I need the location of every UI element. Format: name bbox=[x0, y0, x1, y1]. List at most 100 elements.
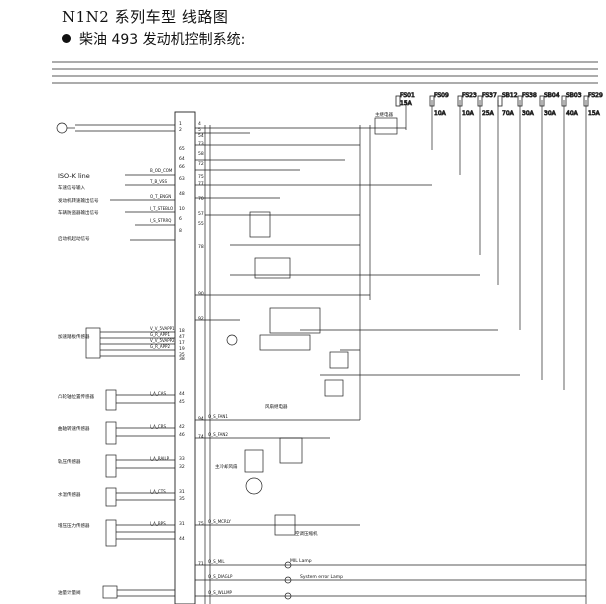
ecu-pin-label: 33 bbox=[179, 456, 185, 462]
component-label: 风扇继电器 bbox=[265, 403, 288, 410]
component-label: 主冷却风扇 bbox=[215, 463, 238, 470]
ecu-pin-label: 45 bbox=[179, 399, 185, 405]
signal-label: I_T_STEBLO bbox=[150, 206, 173, 211]
signal-label: O_S_MCRLY bbox=[208, 519, 231, 524]
fuse-rating: 40A bbox=[566, 110, 579, 117]
right-bus-lines bbox=[195, 125, 586, 604]
signal-label: B_OD_COM bbox=[150, 168, 173, 173]
ecu-pin-label: 5 bbox=[198, 127, 201, 133]
ecu-pin-label: 4 bbox=[198, 121, 201, 127]
left-label: 车速信号输入 bbox=[58, 184, 85, 191]
ecu-pin-label: 77 bbox=[198, 181, 204, 187]
ecu-pin-label: 18 bbox=[179, 328, 185, 334]
left-label: 轨压传感器 bbox=[58, 458, 81, 465]
fuse-rating: 10A bbox=[434, 110, 447, 117]
ecu-pin-label: 71 bbox=[198, 561, 204, 567]
fuse-rating: 10A bbox=[462, 110, 475, 117]
ecu-pin-label: 44 bbox=[179, 536, 185, 542]
fuse-id: FS37 bbox=[482, 92, 497, 99]
fuse-id: SB04 bbox=[544, 92, 560, 99]
signal-label: I_A_CRS bbox=[150, 424, 166, 429]
left-label: 凸轮轴位置传感器 bbox=[58, 393, 94, 400]
ecu-pin-label: 35 bbox=[179, 352, 185, 358]
ecu-pin-label: 78 bbox=[198, 244, 204, 250]
top-bus-lines bbox=[52, 61, 598, 84]
ecu-pin-label: 58 bbox=[198, 151, 204, 157]
ecu-pin-label: 47 bbox=[179, 334, 185, 340]
ecu-pin-label: 17 bbox=[179, 340, 185, 346]
signal-label: O_S_FAN1 bbox=[208, 414, 228, 419]
ecu-pin-label: 63 bbox=[179, 176, 185, 182]
ecu-pin-label: 35 bbox=[179, 496, 185, 502]
ecu-pin-label: 90 bbox=[198, 291, 204, 297]
ecu-pin-label: 92 bbox=[198, 316, 204, 322]
left-label: ISO-K line bbox=[58, 172, 90, 180]
fuse-box-group: FS0115AFS0910AFS2310AFS3725ASB1270AFS383… bbox=[395, 92, 603, 117]
fuse-id: FS01 bbox=[400, 92, 415, 99]
signal-label: O_S_FAN2 bbox=[208, 432, 228, 437]
fuse-rating: 15A bbox=[588, 110, 601, 117]
ecu-pin-label: 46 bbox=[179, 432, 185, 438]
signal-label: G_R_APP1 bbox=[150, 332, 170, 337]
signal-label: I_A_CAS bbox=[150, 391, 166, 396]
ecu-pin-label: 75 bbox=[198, 521, 204, 527]
fuse-rating: 30A bbox=[522, 110, 535, 117]
signal-label: O_S_MIL bbox=[208, 559, 225, 564]
ecu-pin-label: 54 bbox=[198, 133, 204, 139]
signal-label: V_V_5VAPP2 bbox=[150, 338, 175, 343]
signal-label: I_S_STRRQ bbox=[150, 218, 171, 223]
ecu-pin-label: 48 bbox=[179, 191, 185, 197]
ecu-pin-label: 8 bbox=[179, 228, 182, 234]
ecu-pin-label: 32 bbox=[179, 464, 185, 470]
ecu-pin-label: 10 bbox=[179, 206, 185, 212]
fuse-rating: 30A bbox=[544, 110, 557, 117]
ecu-pin-label: 72 bbox=[198, 161, 204, 167]
ecu-pin-label: 2 bbox=[179, 127, 182, 133]
ecu-pin-label: 31 bbox=[179, 489, 185, 495]
bullet-icon bbox=[62, 34, 71, 43]
ecu-pin-label: 42 bbox=[179, 424, 185, 430]
component-label: System error Lamp bbox=[300, 574, 343, 580]
ecu-pin-label: 31 bbox=[179, 521, 185, 527]
ecu-pin-label: 1 bbox=[179, 121, 182, 127]
left-label: 发动机转速输出信号 bbox=[58, 197, 99, 204]
ecu-pin-label: 57 bbox=[198, 211, 204, 217]
ecu-pin-label: 75 bbox=[198, 174, 204, 180]
signal-label: V_V_5VAPP1 bbox=[150, 326, 175, 331]
ecu-pin-label: 65 bbox=[179, 146, 185, 152]
component-label: 主继电器 bbox=[375, 111, 393, 118]
left-wiring bbox=[56, 122, 175, 599]
ecu-pin-label: 6 bbox=[179, 216, 182, 222]
signal-label: O_T_ENGN bbox=[150, 194, 171, 199]
ecu-pin-label: 74 bbox=[198, 434, 204, 440]
left-label: 增压压力传感器 bbox=[58, 522, 90, 529]
page-title: N1N2 系列车型 线路图 bbox=[62, 8, 229, 26]
left-label: 加速踏板传感器 bbox=[58, 333, 90, 340]
section-subtitle: 柴油 493 发动机控制系统: bbox=[62, 29, 245, 49]
fuse-vertical-lines bbox=[359, 100, 587, 604]
fuse-id: FS23 bbox=[462, 92, 477, 99]
left-label: 启动机起动信号 bbox=[58, 235, 90, 242]
labels-group: ISO-K line 车速信号输入发动机转速输出信号车辆防盗器输出信号启动机起动信… bbox=[58, 111, 393, 596]
ecu-pin-label: 38 bbox=[179, 356, 185, 362]
ecu-pin-label: 19 bbox=[179, 346, 185, 352]
signal-label: I_A_CTS bbox=[150, 489, 166, 494]
ecu-connector bbox=[174, 111, 196, 604]
signal-label: O_S_WLLMP bbox=[208, 590, 233, 595]
signal-label: O_S_DIAGLP bbox=[208, 574, 233, 579]
ecu-pin-label: 44 bbox=[179, 391, 185, 397]
fuse-symbol bbox=[395, 95, 401, 107]
left-label: 油量计量阀 bbox=[58, 589, 81, 596]
ecu-pin-label: 94 bbox=[198, 416, 204, 422]
left-label: 车辆防盗器输出信号 bbox=[58, 209, 99, 216]
ecu-pin-label: 66 bbox=[179, 164, 185, 170]
ecu-pin-label: 73 bbox=[198, 141, 204, 147]
fuse-id: SB03 bbox=[566, 92, 582, 99]
signal-label: I_A_RAILP bbox=[150, 456, 170, 461]
fuse-id: FS09 bbox=[434, 92, 449, 99]
component-label: 空调压缩机 bbox=[295, 530, 318, 537]
left-label: 水温传感器 bbox=[58, 491, 81, 498]
ecu-pin-label: 55 bbox=[198, 221, 204, 227]
signal-label: T_B_VSS bbox=[149, 179, 167, 184]
